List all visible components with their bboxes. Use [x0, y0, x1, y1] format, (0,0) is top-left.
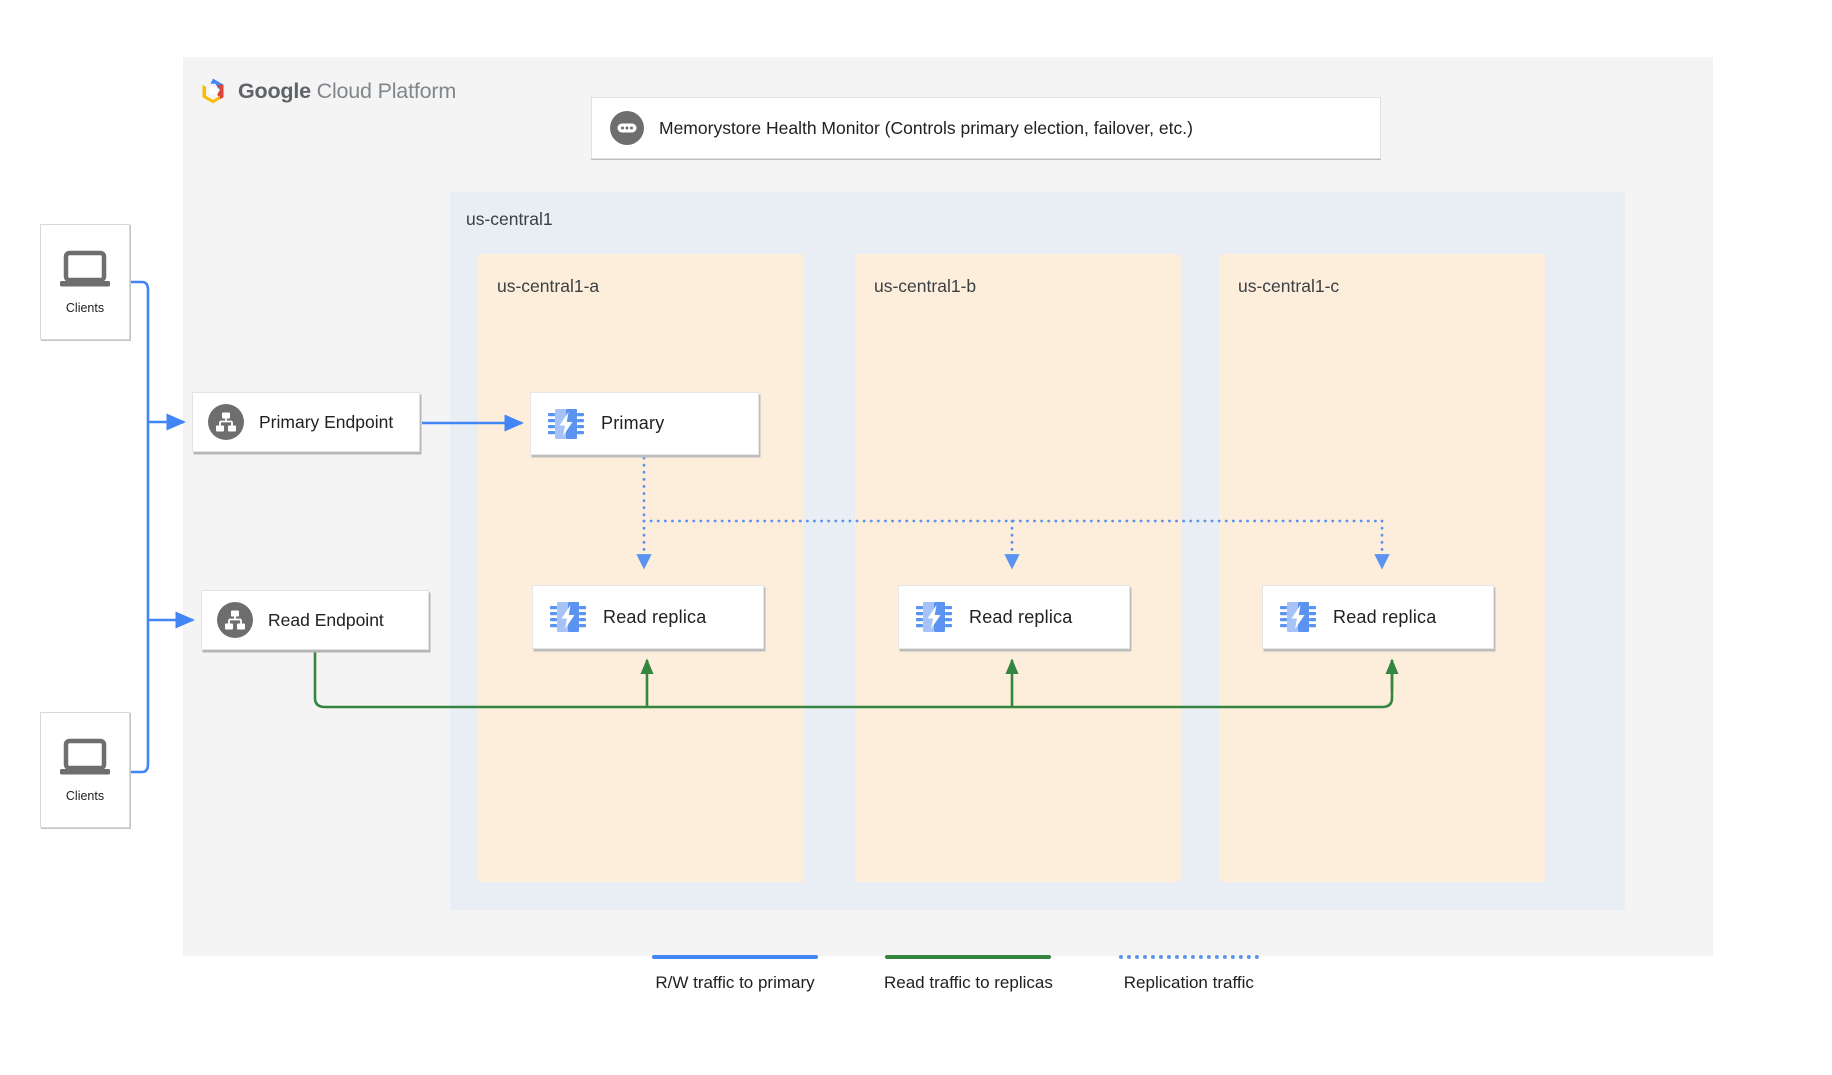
legend-item-read-traffic: Read traffic to replicas [884, 955, 1053, 993]
health-monitor-card: Memorystore Health Monitor (Controls pri… [591, 97, 1381, 159]
legend-label-read: Read traffic to replicas [884, 973, 1053, 992]
endpoint-hierarchy-icon [217, 602, 253, 638]
gcp-wordmark-cloud-platform: Cloud Platform [316, 78, 457, 103]
memorystore-chip-icon [1280, 602, 1316, 632]
gcp-branding: Google Cloud Platform [198, 76, 456, 106]
legend-swatch-replication [1118, 955, 1259, 959]
primary-endpoint-label: Primary Endpoint [259, 411, 394, 432]
node-read-replica-b: Read replica [898, 585, 1130, 649]
primary-endpoint-card: Primary Endpoint [192, 392, 420, 452]
region-label: us-central1 [466, 209, 553, 229]
node-read-replica-a: Read replica [532, 585, 764, 649]
legend-label-replication: Replication traffic [1123, 973, 1254, 992]
read-endpoint-card: Read Endpoint [201, 590, 429, 650]
zone-panel-us-central1-a: us-central1-a [478, 254, 804, 882]
health-monitor-label: Memorystore Health Monitor (Controls pri… [659, 117, 1193, 138]
endpoint-hierarchy-icon [208, 404, 244, 440]
zone-label-a: us-central1-a [497, 276, 600, 296]
legend-swatch-read [885, 955, 1052, 959]
client-box-bottom: Clients [40, 712, 130, 828]
laptop-icon [60, 738, 110, 774]
client-label-bottom: Clients [65, 788, 105, 803]
legend-item-replication-traffic: Replication traffic [1118, 955, 1259, 993]
legend: R/W traffic to primary Read traffic to r… [652, 955, 1259, 993]
node-read-replica-a-label: Read replica [603, 606, 707, 627]
memorystore-chip-icon [548, 408, 584, 439]
legend-item-rw-traffic: R/W traffic to primary [652, 955, 818, 993]
zone-label-c: us-central1-c [1238, 276, 1340, 296]
node-read-replica-c-label: Read replica [1333, 606, 1437, 627]
zone-label-b: us-central1-b [874, 276, 977, 296]
legend-swatch-rw [652, 955, 818, 959]
client-blue-bus [130, 280, 150, 774]
gcp-wordmark-google: Google [238, 78, 311, 103]
client-box-top: Clients [40, 224, 130, 340]
zone-panel-us-central1-c: us-central1-c [1219, 254, 1545, 882]
node-primary-label: Primary [601, 413, 665, 433]
legend-label-rw: R/W traffic to primary [655, 973, 815, 992]
health-monitor-icon [610, 111, 644, 145]
node-read-replica-b-label: Read replica [969, 606, 1073, 627]
node-read-replica-c: Read replica [1262, 585, 1494, 649]
client-label-top: Clients [65, 300, 105, 315]
node-primary: Primary [530, 392, 759, 455]
zone-panel-us-central1-b: us-central1-b [855, 254, 1181, 882]
memorystore-chip-icon [916, 602, 952, 632]
read-endpoint-label: Read Endpoint [268, 609, 384, 630]
gcp-hexagon-icon [202, 78, 224, 104]
laptop-icon [60, 250, 110, 286]
gcp-wordmark: Google Cloud Platform [238, 79, 456, 104]
memorystore-chip-icon [550, 602, 586, 632]
